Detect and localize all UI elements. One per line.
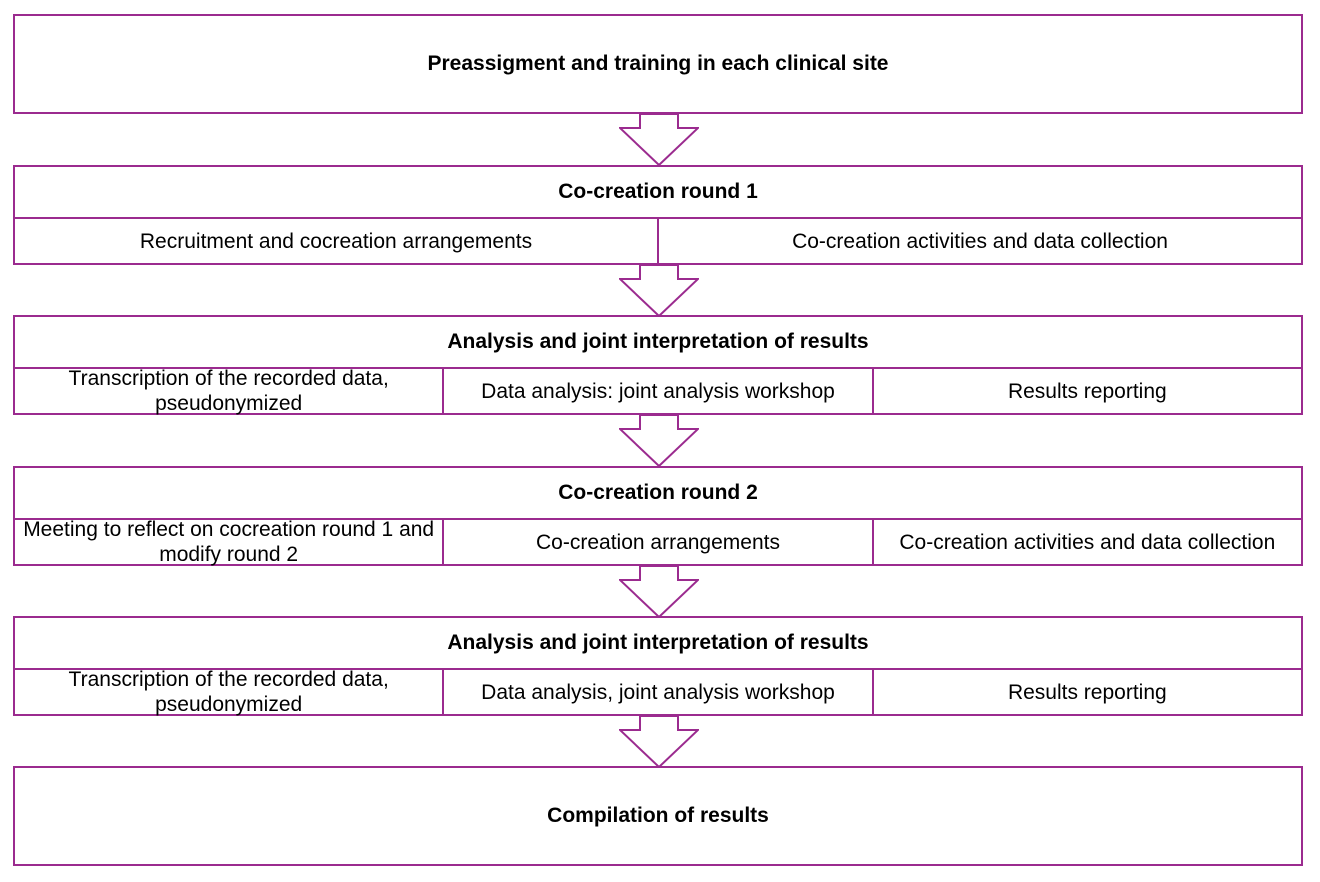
stage-cocreation-round-2: Co-creation round 2 Meeting to reflect o… [13,466,1303,566]
stage-title: Preassigment and training in each clinic… [427,52,889,75]
down-arrow-icon [619,264,699,317]
step-cocreation-activities: Co-creation activities and data collecti… [657,219,1301,263]
step-results-reporting: Results reporting [871,369,1301,413]
stage-title: Co-creation round 1 [558,180,758,203]
step-reflection-meeting: Meeting to reflect on cocreation round 1… [23,518,435,566]
down-arrow-icon [619,715,699,768]
stage-title: Analysis and joint interpretation of res… [447,330,869,353]
down-arrow-icon [619,414,699,467]
step-cocreation-arrangements: Co-creation arrangements [442,520,871,564]
stage-preassignment: Preassigment and training in each clinic… [13,14,1303,114]
stage-compilation: Compilation of results [13,766,1303,866]
step-data-analysis: Data analysis, joint analysis workshop [442,670,871,714]
stage-analysis-2: Analysis and joint interpretation of res… [13,616,1303,716]
down-arrow-icon [619,565,699,618]
step-data-analysis: Data analysis: joint analysis workshop [442,369,871,413]
stage-title: Analysis and joint interpretation of res… [447,631,869,654]
stage-analysis-1: Analysis and joint interpretation of res… [13,315,1303,415]
step-transcription: Transcription of the recorded data, pseu… [68,668,389,716]
stage-title: Compilation of results [547,804,769,827]
step-transcription: Transcription of the recorded data, pseu… [68,367,389,415]
stage-title: Co-creation round 2 [558,481,758,504]
step-results-reporting: Results reporting [871,670,1301,714]
down-arrow-icon [619,113,699,166]
stage-cocreation-round-1: Co-creation round 1 Recruitment and cocr… [13,165,1303,265]
step-recruitment: Recruitment and cocreation arrangements [139,229,533,253]
step-cocreation-activities: Co-creation activities and data collecti… [871,520,1301,564]
